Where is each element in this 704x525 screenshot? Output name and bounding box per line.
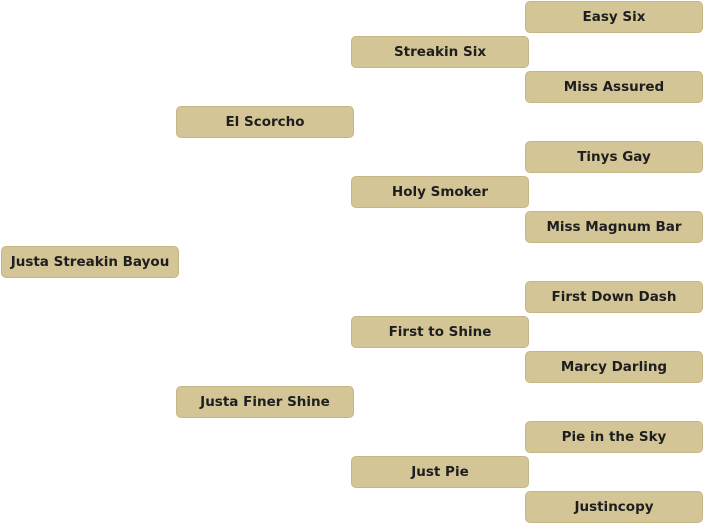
pedigree-node-sire-dam-sire[interactable]: Tinys Gay (525, 141, 703, 173)
pedigree-node-dam-sire[interactable]: First to Shine (351, 316, 529, 348)
pedigree-node-sire-dam-dam[interactable]: Miss Magnum Bar (525, 211, 703, 243)
pedigree-node-dam-dam-dam[interactable]: Justincopy (525, 491, 703, 523)
pedigree-node-sire-sire-sire[interactable]: Easy Six (525, 1, 703, 33)
pedigree-node-dam-dam[interactable]: Just Pie (351, 456, 529, 488)
pedigree-node-subject[interactable]: Justa Streakin Bayou (1, 246, 179, 278)
pedigree-node-sire-sire-dam[interactable]: Miss Assured (525, 71, 703, 103)
pedigree-node-dam-sire-dam[interactable]: Marcy Darling (525, 351, 703, 383)
pedigree-node-sire-dam[interactable]: Holy Smoker (351, 176, 529, 208)
pedigree-node-sire-sire[interactable]: Streakin Six (351, 36, 529, 68)
pedigree-node-dam-dam-sire[interactable]: Pie in the Sky (525, 421, 703, 453)
pedigree-node-sire[interactable]: El Scorcho (176, 106, 354, 138)
pedigree-node-dam[interactable]: Justa Finer Shine (176, 386, 354, 418)
pedigree-node-dam-sire-sire[interactable]: First Down Dash (525, 281, 703, 313)
